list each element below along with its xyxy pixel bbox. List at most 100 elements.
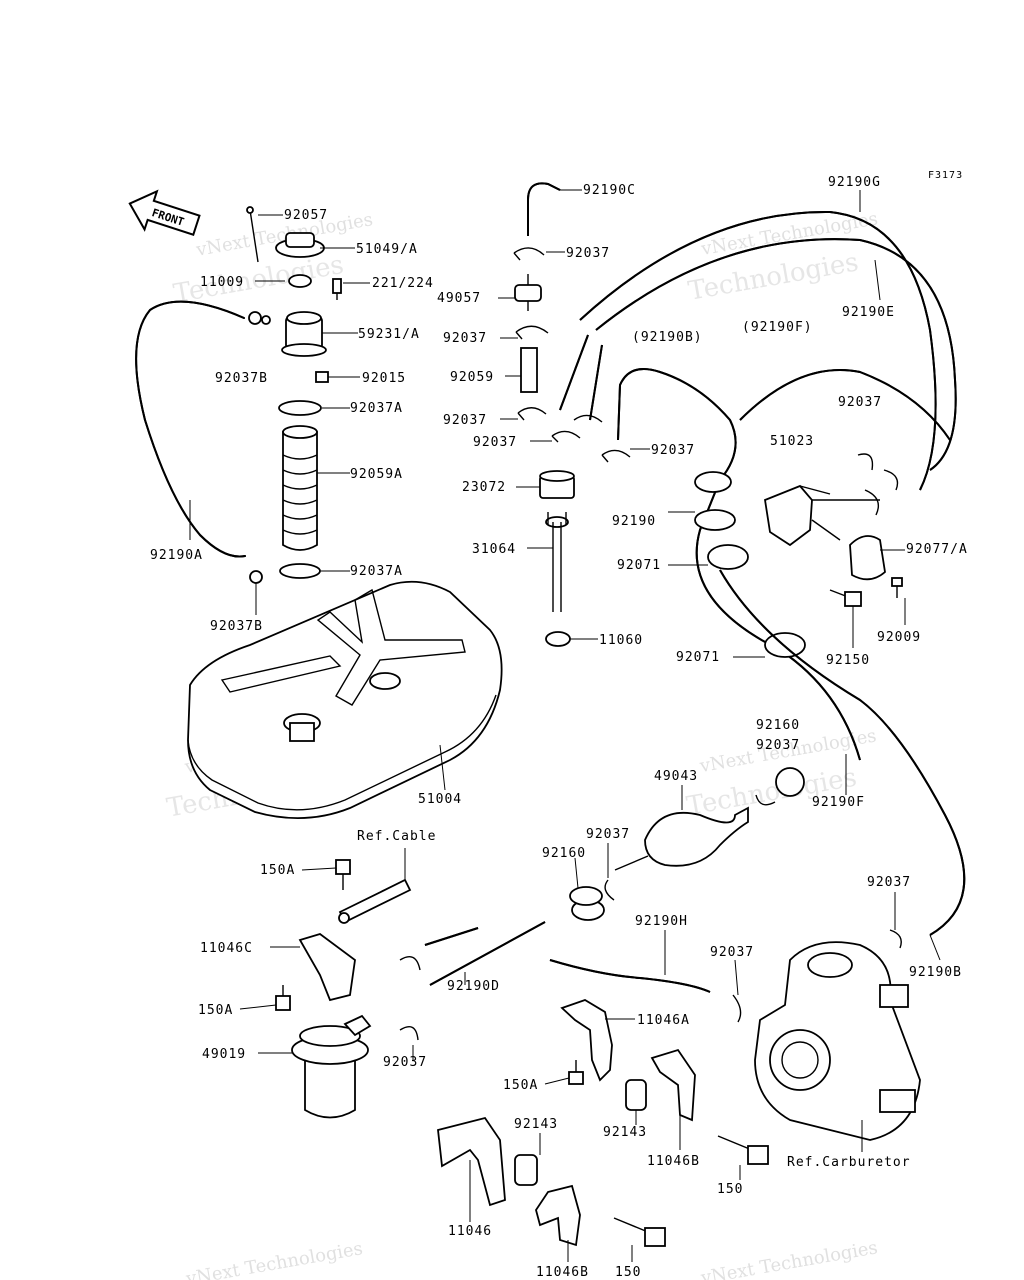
bolt-150-part	[717, 1135, 769, 1165]
clamp-92037-part	[755, 794, 776, 806]
fuel-filter-49019-part	[291, 1014, 372, 1119]
label-92150: 92150	[826, 653, 870, 668]
fitting-92160-part	[775, 767, 805, 797]
label-92037b: 92037B	[215, 371, 268, 386]
label-150a: 150A	[503, 1078, 538, 1093]
fitting-92160-part	[569, 886, 605, 921]
screw-92009-part	[891, 577, 903, 598]
clamp-92037-part	[601, 449, 631, 463]
screw-92057-part	[246, 206, 259, 263]
label-49043: 49043	[654, 769, 698, 784]
grommet-92071-part	[707, 544, 749, 570]
label-150: 150	[717, 1182, 743, 1197]
label-92160: 92160	[542, 846, 586, 861]
clamp-92037-part	[551, 430, 581, 443]
label-92190f: 92190F	[812, 795, 865, 810]
spacer-92143-part	[625, 1079, 647, 1111]
clamp-92037-part	[889, 929, 902, 949]
label-92190b: 92190B	[909, 965, 962, 980]
label-92037: 92037	[443, 331, 487, 346]
bracket-11046-part	[437, 1116, 506, 1207]
label-221-224: 221/224	[372, 276, 434, 291]
grommet-92071-part	[764, 632, 806, 658]
label-59231: 59231/A	[358, 327, 420, 342]
hose-92059-part	[520, 347, 538, 393]
label-92037: 92037	[383, 1055, 427, 1070]
label-150a: 150A	[198, 1003, 233, 1018]
label-92057: 92057	[284, 208, 328, 223]
label-92037b: 92037B	[210, 619, 263, 634]
label-92143: 92143	[514, 1117, 558, 1132]
clamp-92037-part	[399, 956, 421, 971]
bolt-150a-part	[568, 1060, 584, 1085]
label-11046: 11046	[448, 1224, 492, 1239]
watermark-text: vNext Technologies	[699, 1237, 880, 1280]
watermark-text: vNext Technologies	[184, 1238, 365, 1280]
gasket-11009-part	[288, 274, 312, 288]
clamp-92037-part	[573, 414, 603, 423]
label-92037a: 92037A	[350, 564, 403, 579]
label-23072: 23072	[462, 480, 506, 495]
clamp-92037-part	[513, 247, 545, 261]
label-92009: 92009	[877, 630, 921, 645]
label-11060: 11060	[599, 633, 643, 648]
label-92037: 92037	[651, 443, 695, 458]
clamp-92037b-part	[248, 311, 271, 325]
leader-lines	[189, 189, 941, 1262]
bolt-150-part	[613, 1217, 666, 1247]
bracket-11046a-part	[560, 999, 613, 1082]
label-92037: 92037	[586, 827, 630, 842]
hose-92190h-part	[549, 959, 711, 993]
label-11009: 11009	[200, 275, 244, 290]
label-51023: 51023	[770, 434, 814, 449]
bracket-11046b-part	[535, 1184, 581, 1247]
label-92071: 92071	[676, 650, 720, 665]
check-valve-49057-part	[514, 274, 542, 311]
nut-23072-part	[539, 470, 575, 499]
fuel-tank-part	[187, 580, 503, 819]
label-92190c: 92190C	[583, 183, 636, 198]
hose-92190a-part	[135, 300, 246, 558]
filler-neck-part	[281, 311, 327, 357]
bolt-221-part	[332, 278, 342, 300]
primer-bulb-49043-part	[614, 806, 749, 871]
nut-92015-part	[315, 371, 329, 383]
label-92059a: 92059A	[350, 467, 403, 482]
label-92190e: 92190E	[842, 305, 895, 320]
label-51049: 51049/A	[356, 242, 418, 257]
ref-cable-label: Ref.Cable	[357, 829, 436, 844]
label-150a: 150A	[260, 863, 295, 878]
bracket-11046b-part	[650, 1048, 696, 1122]
label-31064: 31064	[472, 542, 516, 557]
grommet-92071-part	[694, 471, 732, 493]
label-92160: 92160	[756, 718, 800, 733]
fuel-pickup-31064-part	[545, 512, 569, 612]
label-92037: 92037	[566, 246, 610, 261]
spacer-92143-part	[514, 1154, 538, 1186]
clamp-92037-part	[517, 407, 547, 421]
label-92037: 92037	[867, 875, 911, 890]
fuel-cock-51023-part	[764, 484, 880, 547]
hose-92190c-part	[527, 182, 561, 236]
label-92037: 92037	[443, 413, 487, 428]
label-92037: 92037	[756, 738, 800, 753]
label-92190d: 92190D	[447, 979, 500, 994]
clamp-92037-part	[857, 453, 874, 471]
label-49019: 49019	[202, 1047, 246, 1062]
bolt-150a-part	[275, 985, 291, 1011]
bellows-hose-part	[282, 425, 318, 551]
label-11046b: 11046B	[647, 1154, 700, 1169]
clamp-92037-part	[515, 325, 549, 340]
label-51004: 51004	[418, 792, 462, 807]
clamp-92037-part	[732, 994, 742, 1023]
label-92190g: 92190G	[828, 175, 881, 190]
label-92037a: 92037A	[350, 401, 403, 416]
clamp-92037-part	[883, 469, 899, 491]
clamp-92037a-part	[278, 400, 322, 416]
figure-code: F3173	[928, 170, 963, 181]
bracket-11046c-part	[298, 878, 412, 1002]
label-92190b-ref: (92190B)	[632, 330, 703, 345]
label-92059: 92059	[450, 370, 494, 385]
clamp-92037a-part	[279, 563, 321, 579]
gasket-11060-part	[545, 631, 571, 647]
